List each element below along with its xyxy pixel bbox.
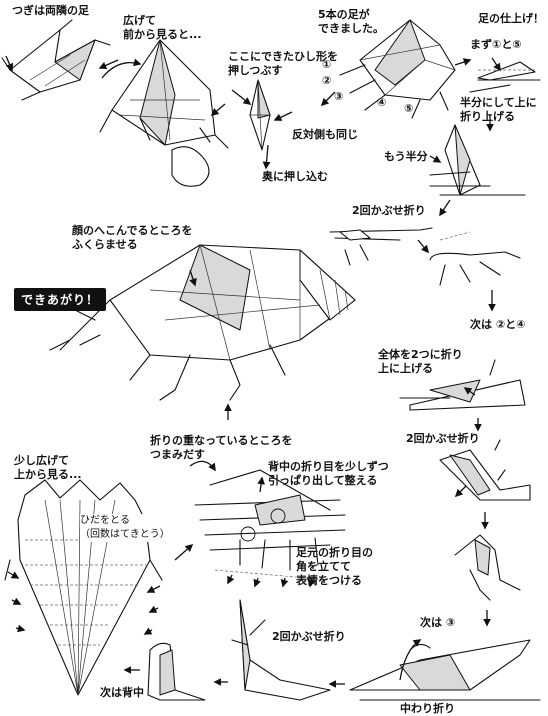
step17-label: 足元の折り目の 角を立てて 表情をつける	[296, 546, 373, 587]
step12-figure	[439, 439, 531, 530]
step11-label: 全体を2つに折り 上に上げる	[378, 348, 463, 375]
step9-label: 顔のへこんでるところを ふくらませる	[72, 224, 193, 251]
step10-label: 次は ②と④	[470, 318, 526, 331]
leg-number-2: ②	[322, 74, 332, 87]
step4-figure	[320, 19, 472, 119]
step11-figure	[399, 359, 526, 432]
step20-label: 次は背中	[100, 686, 144, 699]
finished-badge: できあがり！	[14, 288, 107, 311]
step8-label: 2回かぶせ折り	[352, 204, 426, 217]
leg-number-5: ⑤	[404, 102, 414, 115]
leg-number-1: ①	[322, 58, 332, 71]
leg-number-3: ③	[334, 90, 344, 103]
step3-opposite-label: 反対側も同じ	[292, 128, 358, 141]
leg-number-4: ④	[377, 96, 387, 109]
step19-label: 2回かぶせ折り	[272, 630, 346, 643]
step13-label: 折りの重なっているところを つまみだす	[150, 434, 293, 461]
step12-label: 2回かぶせ折り	[406, 432, 480, 445]
step14-figure	[189, 460, 346, 588]
step19-figure	[213, 599, 331, 701]
step7-label: もう半分	[384, 150, 428, 163]
step3-figure	[231, 79, 293, 170]
step6-figure	[429, 124, 526, 217]
step14-label: 背中の折り目を少しずつ 引っぱり出して整える	[268, 460, 389, 487]
step2-label: 広げて 前から見ると...	[123, 14, 202, 41]
step16-label: ひだをとる （回数はてきとう）	[80, 514, 170, 542]
step21-figure	[328, 639, 541, 701]
step5-sub: まず①と⑤	[470, 38, 522, 51]
finished-model	[49, 244, 356, 420]
step17-figure	[454, 534, 521, 627]
step1-label: つぎは両隣の足	[12, 4, 89, 17]
step6-label: 半分にして上に 折り上げる	[460, 96, 537, 123]
step5-figure	[469, 57, 541, 132]
step21-label: 中わり折り	[400, 702, 455, 715]
step3-push-label: 奥に押し込む	[262, 170, 328, 183]
step2-figure	[99, 39, 229, 187]
step3-label: ここにできたひし形を 押しつぶす	[228, 50, 338, 77]
step4-label: 5本の足が できました。	[318, 8, 384, 35]
step18-label: 次は ③	[420, 616, 456, 629]
step15-label: 少し広げて 上から見る...	[14, 454, 82, 481]
step8-figure	[329, 227, 521, 312]
step20-figure	[123, 642, 206, 701]
step1-figure	[1, 19, 119, 101]
step5-title: 足の仕上げ！	[478, 12, 544, 25]
